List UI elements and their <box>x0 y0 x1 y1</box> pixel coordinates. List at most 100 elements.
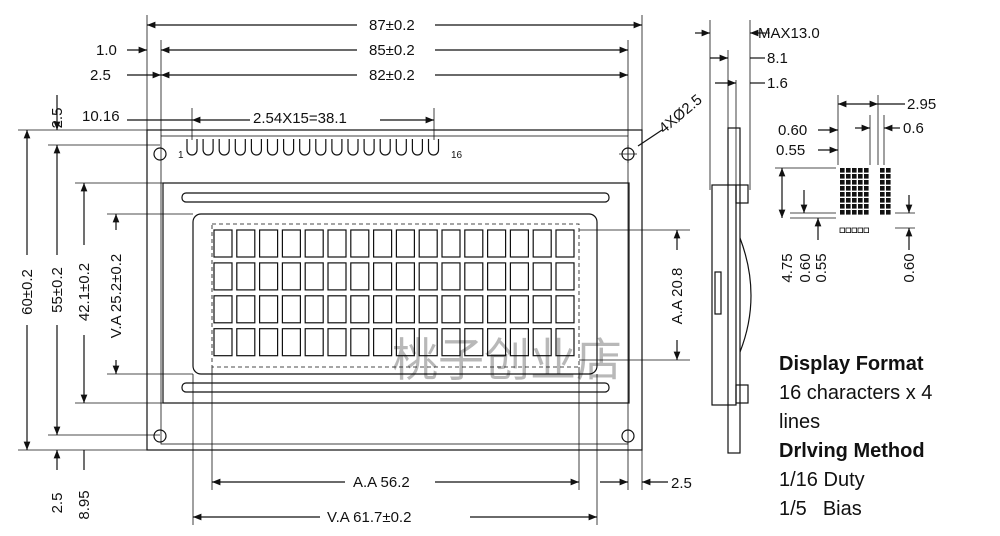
dot <box>886 198 891 203</box>
dim-thickness-8-1: 8.1 <box>767 50 788 67</box>
char-cell <box>487 295 507 324</box>
dot <box>864 210 869 215</box>
dot <box>880 168 885 173</box>
dot <box>858 180 863 185</box>
dot <box>880 210 885 215</box>
char-cell <box>464 229 484 258</box>
char-cell <box>532 229 552 258</box>
dot <box>852 198 857 203</box>
dot <box>840 210 845 215</box>
dot <box>864 192 869 197</box>
pin <box>202 139 214 156</box>
char-cell <box>373 262 393 291</box>
char-cell <box>532 328 552 357</box>
char-cell <box>532 262 552 291</box>
char-cell <box>464 295 484 324</box>
char-cell <box>259 295 279 324</box>
left-dimensions <box>18 95 193 470</box>
pin <box>411 139 423 156</box>
dim-char-pitch: 0.60 <box>778 122 807 139</box>
dot <box>846 186 851 191</box>
display-format-line1: 16 characters x 4 <box>779 382 933 404</box>
dim-max-thickness: MAX13.0 <box>758 25 820 42</box>
dot <box>840 180 845 185</box>
dot <box>840 204 845 209</box>
dim-top-margin: 2.5 <box>49 108 66 129</box>
dot <box>846 168 851 173</box>
char-cell <box>418 229 438 258</box>
char-cell <box>509 229 529 258</box>
dim-holes: 4XØ2.5 <box>656 91 706 137</box>
char-cell <box>487 262 507 291</box>
pcb-outline <box>146 129 643 451</box>
char-cell <box>281 262 301 291</box>
dot <box>858 174 863 179</box>
char-cell <box>281 229 301 258</box>
dot <box>880 174 885 179</box>
dot <box>846 180 851 185</box>
display-format-line2: lines <box>779 411 821 433</box>
char-cell <box>281 328 301 357</box>
cursor-dot <box>857 227 863 233</box>
char-cell <box>350 262 370 291</box>
dot <box>858 210 863 215</box>
dim-aa-height: A.A 20.8 <box>669 268 686 325</box>
dot <box>840 198 845 203</box>
cursor-dot <box>845 227 851 233</box>
char-cell <box>213 229 233 258</box>
dim-thickness-1-6: 1.6 <box>767 75 788 92</box>
dot <box>852 180 857 185</box>
dot <box>858 168 863 173</box>
dim-pin-offset: 10.16 <box>82 108 120 125</box>
pin-row <box>186 139 440 156</box>
char-cell <box>487 229 507 258</box>
char-cell <box>236 328 256 357</box>
dot <box>852 186 857 191</box>
bias-value: 1/5 <box>779 498 807 520</box>
dot <box>846 210 851 215</box>
char-cell <box>213 262 233 291</box>
duty-value: 1/16 <box>779 469 818 491</box>
dim-dot-size: 0.55 <box>776 142 805 159</box>
dot <box>880 186 885 191</box>
spec-panel: Display Format 16 characters x 4 lines D… <box>779 350 994 524</box>
char-cell <box>555 262 575 291</box>
mounting-holes <box>153 145 637 443</box>
char-cell <box>259 328 279 357</box>
dot <box>846 198 851 203</box>
dim-bottom-8-95: 8.95 <box>76 490 93 519</box>
char-cell <box>464 262 484 291</box>
char-cell <box>259 229 279 258</box>
char-cell <box>373 229 393 258</box>
char-cell <box>350 295 370 324</box>
char-cell <box>418 328 438 357</box>
dot <box>864 174 869 179</box>
char-cell <box>213 295 233 324</box>
pin <box>379 139 391 156</box>
dot <box>858 198 863 203</box>
char-cell <box>327 295 347 324</box>
dim-line-gap: 0.60 <box>901 253 918 282</box>
char-cell <box>532 295 552 324</box>
display-format-heading: Display Format <box>779 353 924 375</box>
pin <box>395 139 407 156</box>
dim-pin-span: 2.54X15=38.1 <box>253 110 347 127</box>
dim-char-gap: 0.6 <box>903 120 924 137</box>
char-cell <box>304 229 324 258</box>
char-cell <box>555 328 575 357</box>
char-cell <box>464 328 484 357</box>
char-cell <box>509 262 529 291</box>
char-cell <box>395 328 415 357</box>
dot <box>864 186 869 191</box>
dot <box>852 168 857 173</box>
dim-aa-width: A.A 56.2 <box>353 474 410 491</box>
top-dimensions <box>127 14 663 147</box>
dim-dot-pitch-v: 0.60 <box>797 253 814 282</box>
dot <box>886 204 891 209</box>
char-cell <box>236 262 256 291</box>
dot <box>864 168 869 173</box>
dot <box>880 180 885 185</box>
char-cell <box>395 229 415 258</box>
dot <box>852 192 857 197</box>
dot <box>880 198 885 203</box>
